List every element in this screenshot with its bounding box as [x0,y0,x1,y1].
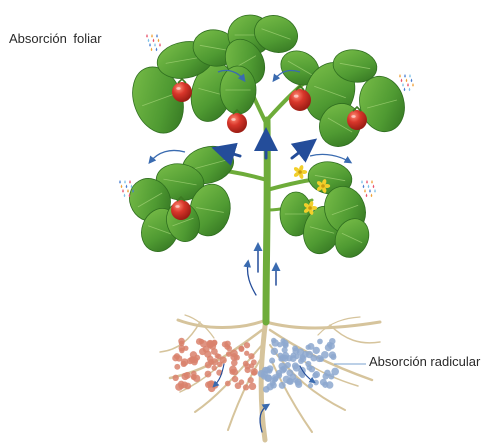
nutrient-particle [179,348,185,354]
nutrient-particle [306,345,311,350]
nutrient-particle [199,339,204,344]
nutrient-particle [235,382,242,389]
nutrient-particle [205,371,212,378]
nutrient-particle [322,373,328,379]
nutrient-particle [308,383,313,388]
nutrient-particle [272,374,279,381]
soil-nutrients [172,338,339,393]
nutrient-particle [317,339,323,345]
nutrient-particle [278,353,283,358]
nutrient-particle [326,381,333,388]
nutrient-particle [205,361,212,368]
nutrient-particle [231,359,238,366]
nutrient-particle [313,347,320,354]
nutrient-particle [292,345,298,351]
nutrient-particle [176,355,182,361]
nutrient-particle [258,370,266,378]
nutrient-particle [295,381,302,388]
nutrient-particle [220,357,227,364]
nutrient-particle [312,372,318,378]
nutrient-particle [184,383,191,390]
nutrient-particle [199,348,206,355]
flower [293,165,307,180]
nutrient-particle [316,355,323,362]
nutrient-particle [194,355,200,361]
nutrient-particle [271,348,278,355]
nutrient-particle [174,364,180,370]
nutrient-particle [285,362,291,368]
nutrient-particle [251,370,257,376]
nutrient-particle [249,383,256,390]
nutrient-particle [263,386,270,393]
nutrient-particle [292,362,299,369]
nutrient-particle [207,356,214,363]
tomato-fruit [171,197,191,220]
nutrient-particle [226,346,232,352]
nutrient-particle [248,377,254,383]
nutrient-particle [191,374,197,380]
nutrient-particle [269,358,275,364]
nutrient-particle [286,369,293,376]
nutrient-particle [211,348,218,355]
nutrient-particle [279,382,286,389]
nutrient-particle [281,340,288,347]
spray-drops-icon [361,180,376,197]
nutrient-particle [172,375,178,381]
nutrient-particle [298,358,304,364]
nutrient-particle [329,351,336,358]
nutrient-particle [249,363,254,368]
nutrient-particle [232,376,239,383]
nutrient-particle [205,381,212,388]
nutrient-particle [245,367,251,373]
nutrient-particle [267,365,274,372]
nutrient-particle [305,361,311,367]
nutrient-particle [238,346,244,352]
spray-drops-icon [146,34,161,51]
nutrient-particle [244,342,250,348]
root-absorption-label: Absorción radicular [369,354,480,369]
nutrient-particle [243,384,249,390]
nutrient-particle [181,361,187,367]
nutrient-particle [229,366,237,374]
nutrient-particle [225,381,231,387]
nutrient-particle [282,347,288,353]
nutrient-particle [328,373,334,379]
tomato-fruit [227,110,247,133]
nutrient-particle [211,365,217,371]
nutrient-particle [181,373,188,380]
foliar-absorption-label: Absorción foliar [9,31,102,46]
nutrient-particle [271,339,278,346]
nutrient-particle [291,353,297,359]
spray-drops-icon [399,74,414,91]
nutrient-particle [329,338,335,344]
nutrient-particle [302,351,309,358]
nutrient-particle [244,351,249,356]
nutrient-particle [286,378,293,385]
